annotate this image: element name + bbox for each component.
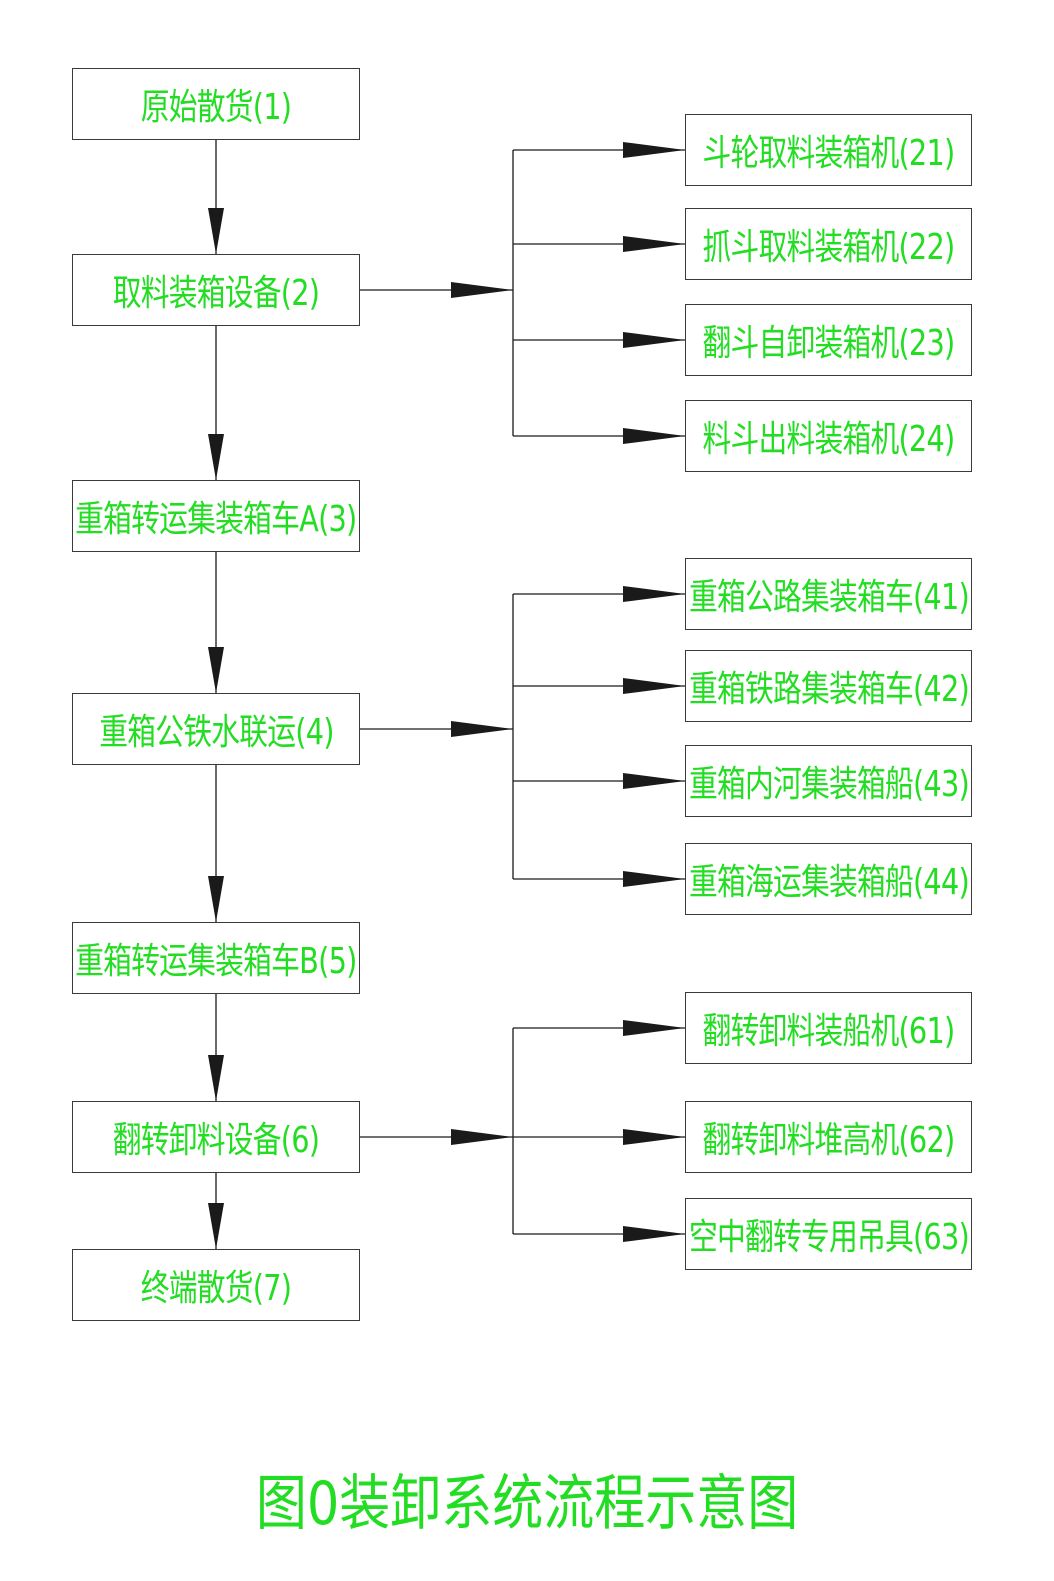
node-bucket-wheel-loader: 斗轮取料装箱机(21): [685, 114, 972, 186]
branch-arrow-3-1: [623, 1020, 685, 1036]
branch-feed-arrow-3: [451, 1129, 513, 1145]
main-flow-arrow-4: [208, 876, 224, 922]
node-rail-container-car: 重箱铁路集装箱车(42): [685, 650, 972, 722]
node-transfer-truck-b: 重箱转运集装箱车B(5): [72, 922, 360, 994]
node-transfer-truck-a: 重箱转运集装箱车A(3): [72, 480, 360, 552]
branch-arrow-2-3: [623, 773, 685, 789]
node-terminal-bulk: 终端散货(7): [72, 1249, 360, 1321]
node-aerial-tipping-spreader: 空中翻转专用吊具(63): [685, 1198, 972, 1270]
figure-caption: 图0装卸系统流程示意图: [255, 1469, 799, 1539]
main-flow-arrow-6: [208, 1203, 224, 1249]
main-flow-arrow-5: [208, 1055, 224, 1101]
branch-arrow-2-2: [623, 678, 685, 694]
branch-arrow-1-1: [623, 142, 685, 158]
branch-feed-arrow-2: [451, 721, 513, 737]
branch-arrow-1-3: [623, 332, 685, 348]
node-river-container-ship: 重箱内河集装箱船(43): [685, 745, 972, 817]
branch-arrow-2-4: [623, 871, 685, 887]
main-flow-arrow-2: [208, 434, 224, 480]
main-flow-arrow-3: [208, 647, 224, 693]
node-tipping-unload-equipment: 翻转卸料设备(6): [72, 1101, 360, 1173]
branch-arrow-1-2: [623, 236, 685, 252]
node-tipping-ship-loader: 翻转卸料装船机(61): [685, 992, 972, 1064]
node-raw-bulk: 原始散货(1): [72, 68, 360, 140]
node-multimodal-transport: 重箱公铁水联运(4): [72, 693, 360, 765]
branch-feed-arrow-1: [451, 282, 513, 298]
node-tipper-loader: 翻斗自卸装箱机(23): [685, 304, 972, 376]
main-flow-arrow-1: [208, 208, 224, 254]
node-tipping-stacker: 翻转卸料堆高机(62): [685, 1101, 972, 1173]
branch-arrow-3-3: [623, 1226, 685, 1242]
node-hopper-loader: 料斗出料装箱机(24): [685, 400, 972, 472]
node-reclaim-loading-equipment: 取料装箱设备(2): [72, 254, 360, 326]
branch-arrow-2-1: [623, 586, 685, 602]
node-grab-loader: 抓斗取料装箱机(22): [685, 208, 972, 280]
branch-arrow-1-4: [623, 428, 685, 444]
node-sea-container-ship: 重箱海运集装箱船(44): [685, 843, 972, 915]
branch-arrow-3-2: [623, 1129, 685, 1145]
node-road-container-truck: 重箱公路集装箱车(41): [685, 558, 972, 630]
